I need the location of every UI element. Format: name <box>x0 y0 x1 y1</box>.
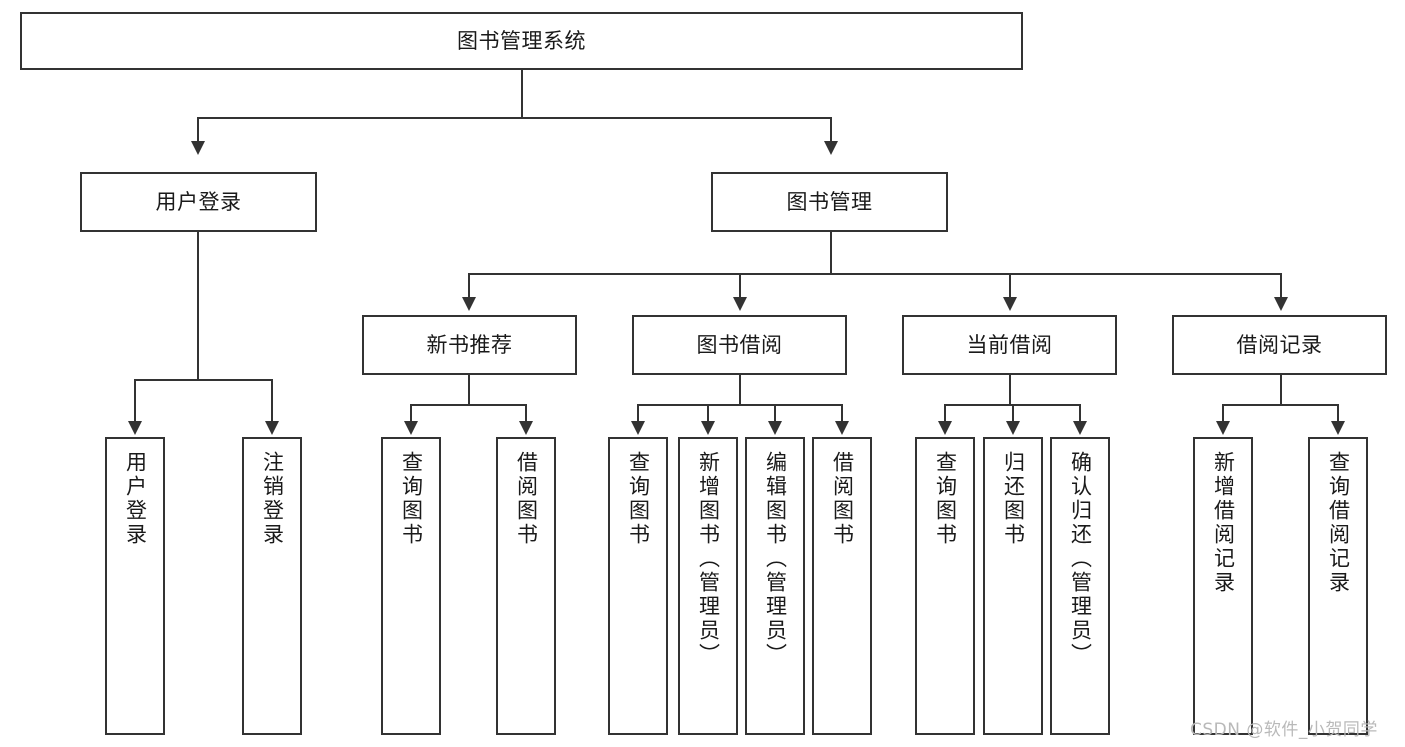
node-book-borrow[interactable]: 图书借阅 <box>632 315 847 375</box>
connector-to-leaf-user-logout <box>271 379 273 423</box>
node-label: 新书推荐 <box>426 332 513 357</box>
node-label: 编辑图书（管理员） <box>763 451 788 667</box>
arrowhead-leaf-query-book-1 <box>404 421 418 435</box>
arrowhead-leaf-add-record <box>1216 421 1230 435</box>
arrowhead-book-management <box>824 141 838 155</box>
node-label: 查询借阅记录 <box>1326 451 1351 595</box>
node-label: 借阅图书 <box>514 451 539 547</box>
node-book-management[interactable]: 图书管理 <box>711 172 948 232</box>
node-leaf-confirm-return[interactable]: 确认归还（管理员） <box>1050 437 1110 735</box>
arrowhead-leaf-borrow-book-1 <box>519 421 533 435</box>
arrowhead-user-login <box>191 141 205 155</box>
connector-book-borrow-bus <box>637 404 843 406</box>
node-label: 新增借阅记录 <box>1211 451 1236 595</box>
connector-new-book-recommend-stem <box>468 375 470 405</box>
node-leaf-borrow-book-1[interactable]: 借阅图书 <box>496 437 556 735</box>
node-leaf-add-book[interactable]: 新增图书（管理员） <box>678 437 738 735</box>
connector-book-management-bus <box>468 273 1282 275</box>
arrowhead-current-borrow <box>1003 297 1017 311</box>
node-label: 注销登录 <box>260 451 285 547</box>
connector-to-leaf-edit-book <box>774 404 776 423</box>
connector-user-login-stem <box>197 232 199 380</box>
node-label: 查询图书 <box>626 451 651 547</box>
arrowhead-new-book-recommend <box>462 297 476 311</box>
node-leaf-add-record[interactable]: 新增借阅记录 <box>1193 437 1253 735</box>
node-label: 借阅记录 <box>1236 332 1323 357</box>
arrowhead-leaf-edit-book <box>768 421 782 435</box>
node-leaf-edit-book[interactable]: 编辑图书（管理员） <box>745 437 805 735</box>
node-leaf-user-login[interactable]: 用户登录 <box>105 437 165 735</box>
node-root-system[interactable]: 图书管理系统 <box>20 12 1023 70</box>
arrowhead-leaf-query-book-2 <box>631 421 645 435</box>
arrowhead-leaf-return-book <box>1006 421 1020 435</box>
connector-to-new-book-recommend <box>468 273 470 299</box>
node-label: 当前借阅 <box>966 332 1053 357</box>
arrowhead-leaf-query-record <box>1331 421 1345 435</box>
connector-to-book-management <box>830 117 832 143</box>
node-leaf-query-book-2[interactable]: 查询图书 <box>608 437 668 735</box>
arrowhead-leaf-user-logout <box>265 421 279 435</box>
connector-to-leaf-borrow-book-1 <box>525 404 527 423</box>
connector-to-book-borrow <box>739 273 741 299</box>
arrowhead-leaf-query-book-3 <box>938 421 952 435</box>
node-label: 图书借阅 <box>696 332 783 357</box>
connector-to-leaf-confirm-return <box>1079 404 1081 423</box>
connector-to-borrow-record <box>1280 273 1282 299</box>
node-leaf-query-record[interactable]: 查询借阅记录 <box>1308 437 1368 735</box>
node-label: 查询图书 <box>933 451 958 547</box>
connector-to-leaf-borrow-book-2 <box>841 404 843 423</box>
connector-to-leaf-query-book-1 <box>410 404 412 423</box>
node-user-login[interactable]: 用户登录 <box>80 172 317 232</box>
node-leaf-borrow-book-2[interactable]: 借阅图书 <box>812 437 872 735</box>
connector-book-management-stem <box>830 232 832 274</box>
node-label: 归还图书 <box>1001 451 1026 547</box>
node-label: 图书管理系统 <box>457 28 586 53</box>
node-label: 用户登录 <box>123 451 148 547</box>
connector-borrow-record-bus <box>1222 404 1339 406</box>
node-leaf-query-book-1[interactable]: 查询图书 <box>381 437 441 735</box>
node-current-borrow[interactable]: 当前借阅 <box>902 315 1117 375</box>
node-label: 借阅图书 <box>830 451 855 547</box>
connector-root-stem <box>521 70 523 118</box>
arrowhead-leaf-confirm-return <box>1073 421 1087 435</box>
connector-to-current-borrow <box>1009 273 1011 299</box>
node-label: 图书管理 <box>786 189 873 214</box>
csdn-watermark: CSDN @软件_小贺同学 <box>1190 720 1378 740</box>
connector-book-borrow-stem <box>739 375 741 405</box>
arrowhead-leaf-borrow-book-2 <box>835 421 849 435</box>
arrowhead-leaf-add-book <box>701 421 715 435</box>
node-label: 用户登录 <box>155 189 242 214</box>
connector-borrow-record-stem <box>1280 375 1282 405</box>
arrowhead-borrow-record <box>1274 297 1288 311</box>
node-new-book-recommend[interactable]: 新书推荐 <box>362 315 577 375</box>
connector-to-leaf-query-book-2 <box>637 404 639 423</box>
arrowhead-leaf-user-login <box>128 421 142 435</box>
node-label: 确认归还（管理员） <box>1068 451 1093 667</box>
connector-current-borrow-stem <box>1009 375 1011 405</box>
connector-to-leaf-query-record <box>1337 404 1339 423</box>
connector-to-leaf-add-record <box>1222 404 1224 423</box>
connector-to-user-login <box>197 117 199 143</box>
connector-to-leaf-query-book-3 <box>944 404 946 423</box>
node-borrow-record[interactable]: 借阅记录 <box>1172 315 1387 375</box>
node-label: 查询图书 <box>399 451 424 547</box>
connector-user-login-bus <box>134 379 271 381</box>
connector-to-leaf-add-book <box>707 404 709 423</box>
connector-new-book-recommend-bus <box>410 404 527 406</box>
connector-to-leaf-return-book <box>1012 404 1014 423</box>
node-leaf-query-book-3[interactable]: 查询图书 <box>915 437 975 735</box>
arrowhead-book-borrow <box>733 297 747 311</box>
node-label: 新增图书（管理员） <box>696 451 721 667</box>
node-leaf-user-logout[interactable]: 注销登录 <box>242 437 302 735</box>
node-leaf-return-book[interactable]: 归还图书 <box>983 437 1043 735</box>
connector-root-bus <box>197 117 831 119</box>
connector-to-leaf-user-login <box>134 379 136 423</box>
